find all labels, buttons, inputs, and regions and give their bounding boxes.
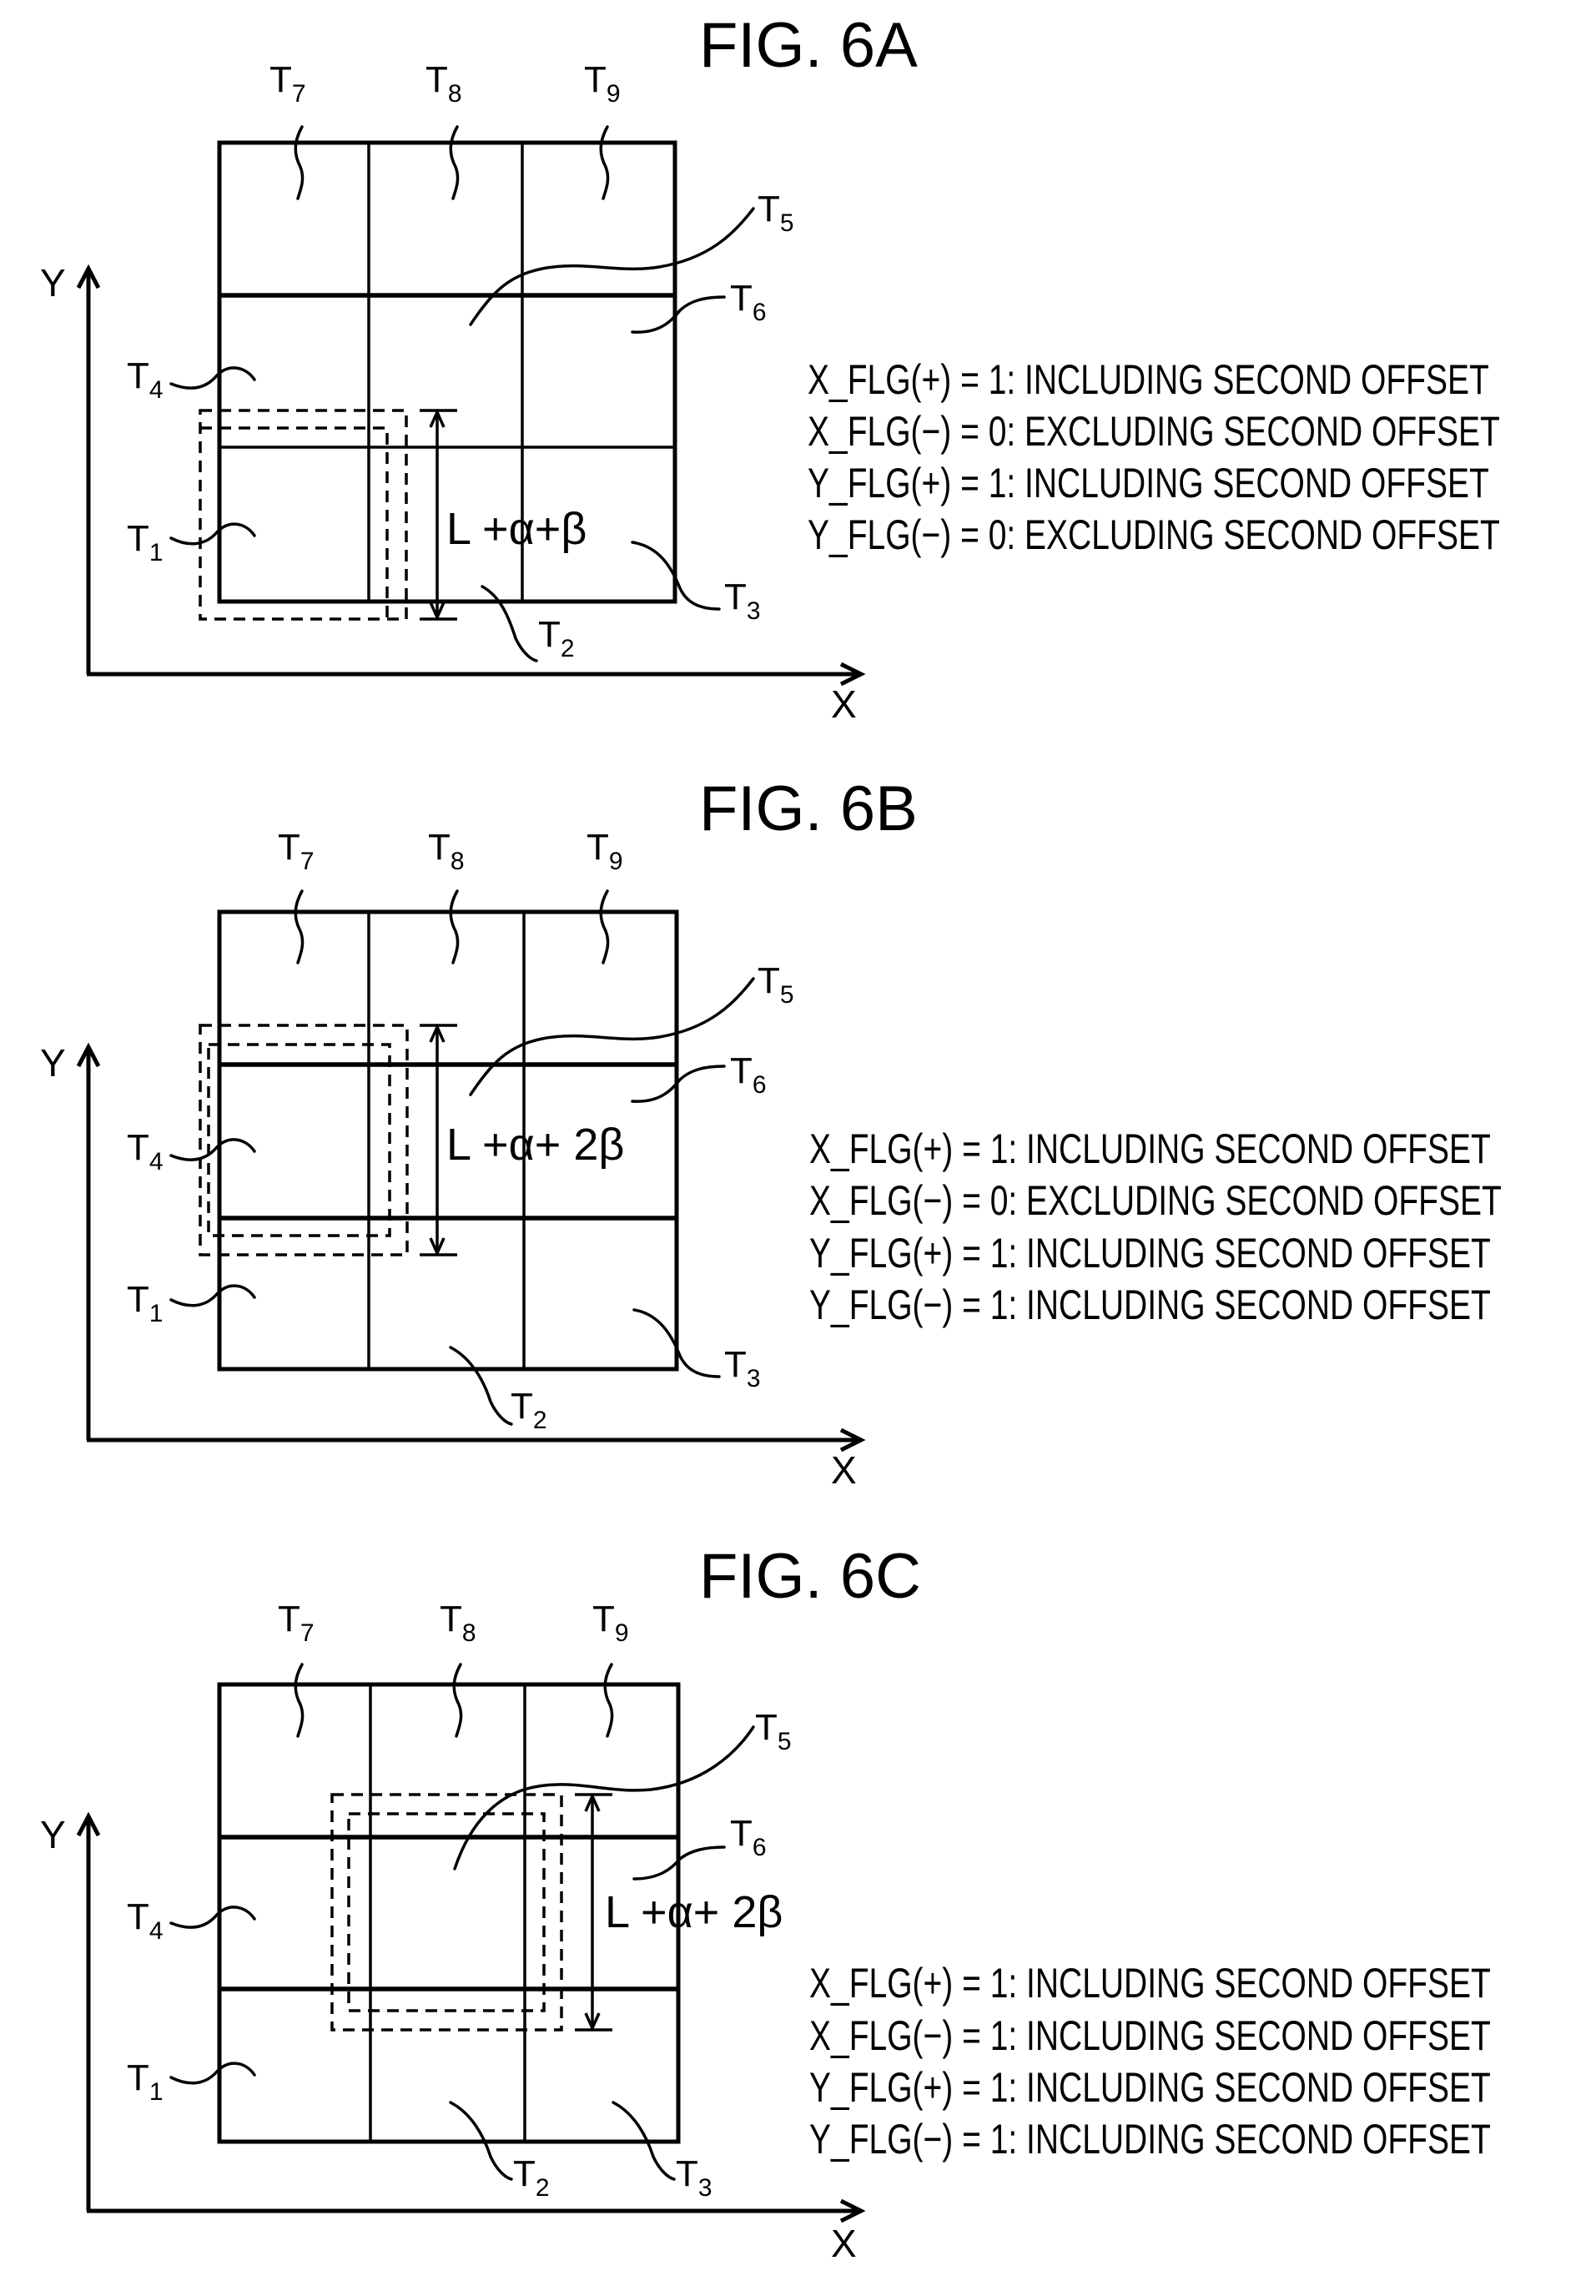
leader-t2 bbox=[482, 587, 536, 661]
label-t2: T2 bbox=[513, 2153, 550, 2202]
label-t2: T2 bbox=[511, 1386, 547, 1434]
label-t1: T1 bbox=[127, 518, 164, 566]
dimension-label: L +α+ 2β bbox=[446, 1120, 624, 1170]
label-t9: T9 bbox=[587, 827, 623, 875]
flag-y-minus: Y_FLG(−) = 1: INCLUDING SECOND OFFSET bbox=[809, 2115, 1491, 2163]
coordinate-axes: Y X bbox=[40, 261, 861, 726]
figure-6b: FIG. 6B Y X L +α+ 2β bbox=[40, 773, 1502, 1492]
flag-y-minus: Y_FLG(−) = 1: INCLUDING SECOND OFFSET bbox=[809, 1281, 1491, 1328]
leader-t1 bbox=[171, 2063, 254, 2083]
figure-title: FIG. 6B bbox=[699, 773, 918, 844]
coordinate-axes: Y X bbox=[40, 1813, 861, 2265]
leader-t9 bbox=[605, 1664, 612, 1736]
x-axis-label: X bbox=[831, 1448, 857, 1492]
leader-t1 bbox=[171, 524, 254, 544]
label-t4: T4 bbox=[127, 1896, 164, 1945]
x-axis-label: X bbox=[831, 682, 857, 726]
leader-t8 bbox=[454, 1664, 461, 1736]
label-t7: T7 bbox=[278, 827, 315, 875]
y-axis-label: Y bbox=[40, 1041, 66, 1085]
leader-t7 bbox=[295, 127, 302, 199]
offset-region-outer bbox=[200, 410, 406, 619]
offset-region-outer bbox=[332, 1795, 561, 2030]
label-t3: T3 bbox=[724, 1344, 761, 1392]
dimension-label: L +α+ 2β bbox=[605, 1887, 783, 1937]
label-t1: T1 bbox=[127, 1279, 164, 1327]
label-t1: T1 bbox=[127, 2057, 164, 2106]
tile-labels: T7 T8 T9 T5 T6 T4 T1 T2 T3 bbox=[127, 59, 794, 662]
label-t4: T4 bbox=[127, 1127, 164, 1176]
leader-t5 bbox=[471, 209, 753, 325]
leader-t6 bbox=[632, 297, 724, 332]
flag-x-plus: X_FLG(+) = 1: INCLUDING SECOND OFFSET bbox=[808, 355, 1489, 403]
leader-t8 bbox=[451, 891, 457, 963]
label-t5: T5 bbox=[758, 189, 794, 237]
figure-title: FIG. 6C bbox=[699, 1541, 921, 1612]
leader-t2 bbox=[451, 1347, 511, 1424]
leader-t9 bbox=[601, 127, 607, 199]
flag-x-minus: X_FLG(−) = 0: EXCLUDING SECOND OFFSET bbox=[808, 407, 1500, 455]
leader-t7 bbox=[295, 1664, 302, 1736]
flag-legend: X_FLG(+) = 1: INCLUDING SECOND OFFSET X_… bbox=[809, 1125, 1502, 1328]
label-t8: T8 bbox=[425, 59, 462, 108]
flag-x-minus: X_FLG(−) = 1: INCLUDING SECOND OFFSET bbox=[809, 2012, 1491, 2059]
flag-x-plus: X_FLG(+) = 1: INCLUDING SECOND OFFSET bbox=[809, 1125, 1491, 1172]
figure-title: FIG. 6A bbox=[699, 10, 918, 81]
label-t9: T9 bbox=[592, 1599, 629, 1647]
leader-t4 bbox=[171, 1140, 254, 1160]
figure-6c: FIG. 6C Y X L +α+ 2β bbox=[40, 1541, 1491, 2265]
label-t8: T8 bbox=[428, 827, 465, 875]
leader-t8 bbox=[451, 127, 457, 199]
figure-6a: FIG. 6A Y X L +α+β bbox=[40, 10, 1500, 726]
label-t6: T6 bbox=[730, 1050, 767, 1099]
label-t5: T5 bbox=[758, 960, 794, 1009]
flag-legend: X_FLG(+) = 1: INCLUDING SECOND OFFSET X_… bbox=[809, 1959, 1491, 2163]
label-t6: T6 bbox=[730, 1813, 767, 1861]
leader-t4 bbox=[171, 1907, 254, 1927]
label-t9: T9 bbox=[584, 59, 621, 108]
label-t4: T4 bbox=[127, 355, 164, 404]
leader-t4 bbox=[171, 368, 254, 388]
leader-t5 bbox=[471, 979, 753, 1095]
label-t8: T8 bbox=[440, 1599, 476, 1647]
label-t6: T6 bbox=[730, 278, 767, 326]
dimension-indicator: L +α+β bbox=[420, 410, 587, 619]
flag-x-plus: X_FLG(+) = 1: INCLUDING SECOND OFFSET bbox=[809, 1959, 1491, 2006]
flag-y-minus: Y_FLG(−) = 0: EXCLUDING SECOND OFFSET bbox=[808, 511, 1500, 558]
label-t5: T5 bbox=[755, 1707, 792, 1755]
flag-x-minus: X_FLG(−) = 0: EXCLUDING SECOND OFFSET bbox=[809, 1176, 1502, 1224]
flag-y-plus: Y_FLG(+) = 1: INCLUDING SECOND OFFSET bbox=[808, 459, 1489, 506]
x-axis-label: X bbox=[831, 2222, 857, 2265]
leader-t7 bbox=[295, 891, 302, 963]
label-t7: T7 bbox=[278, 1599, 315, 1647]
label-t3: T3 bbox=[724, 577, 761, 625]
label-t2: T2 bbox=[538, 614, 575, 662]
flag-y-plus: Y_FLG(+) = 1: INCLUDING SECOND OFFSET bbox=[809, 2063, 1491, 2111]
y-axis-label: Y bbox=[40, 1813, 66, 1856]
label-t7: T7 bbox=[269, 59, 306, 108]
leader-lines bbox=[171, 127, 753, 661]
y-axis-label: Y bbox=[40, 261, 66, 305]
label-t3: T3 bbox=[676, 2153, 712, 2202]
leader-t9 bbox=[601, 891, 607, 963]
dimension-label: L +α+β bbox=[446, 504, 587, 554]
leader-t1 bbox=[171, 1286, 254, 1306]
offset-region-inner bbox=[349, 1814, 544, 2011]
coordinate-axes: Y X bbox=[40, 1041, 861, 1492]
flag-legend: X_FLG(+) = 1: INCLUDING SECOND OFFSET X_… bbox=[808, 355, 1500, 558]
flag-y-plus: Y_FLG(+) = 1: INCLUDING SECOND OFFSET bbox=[809, 1229, 1491, 1276]
